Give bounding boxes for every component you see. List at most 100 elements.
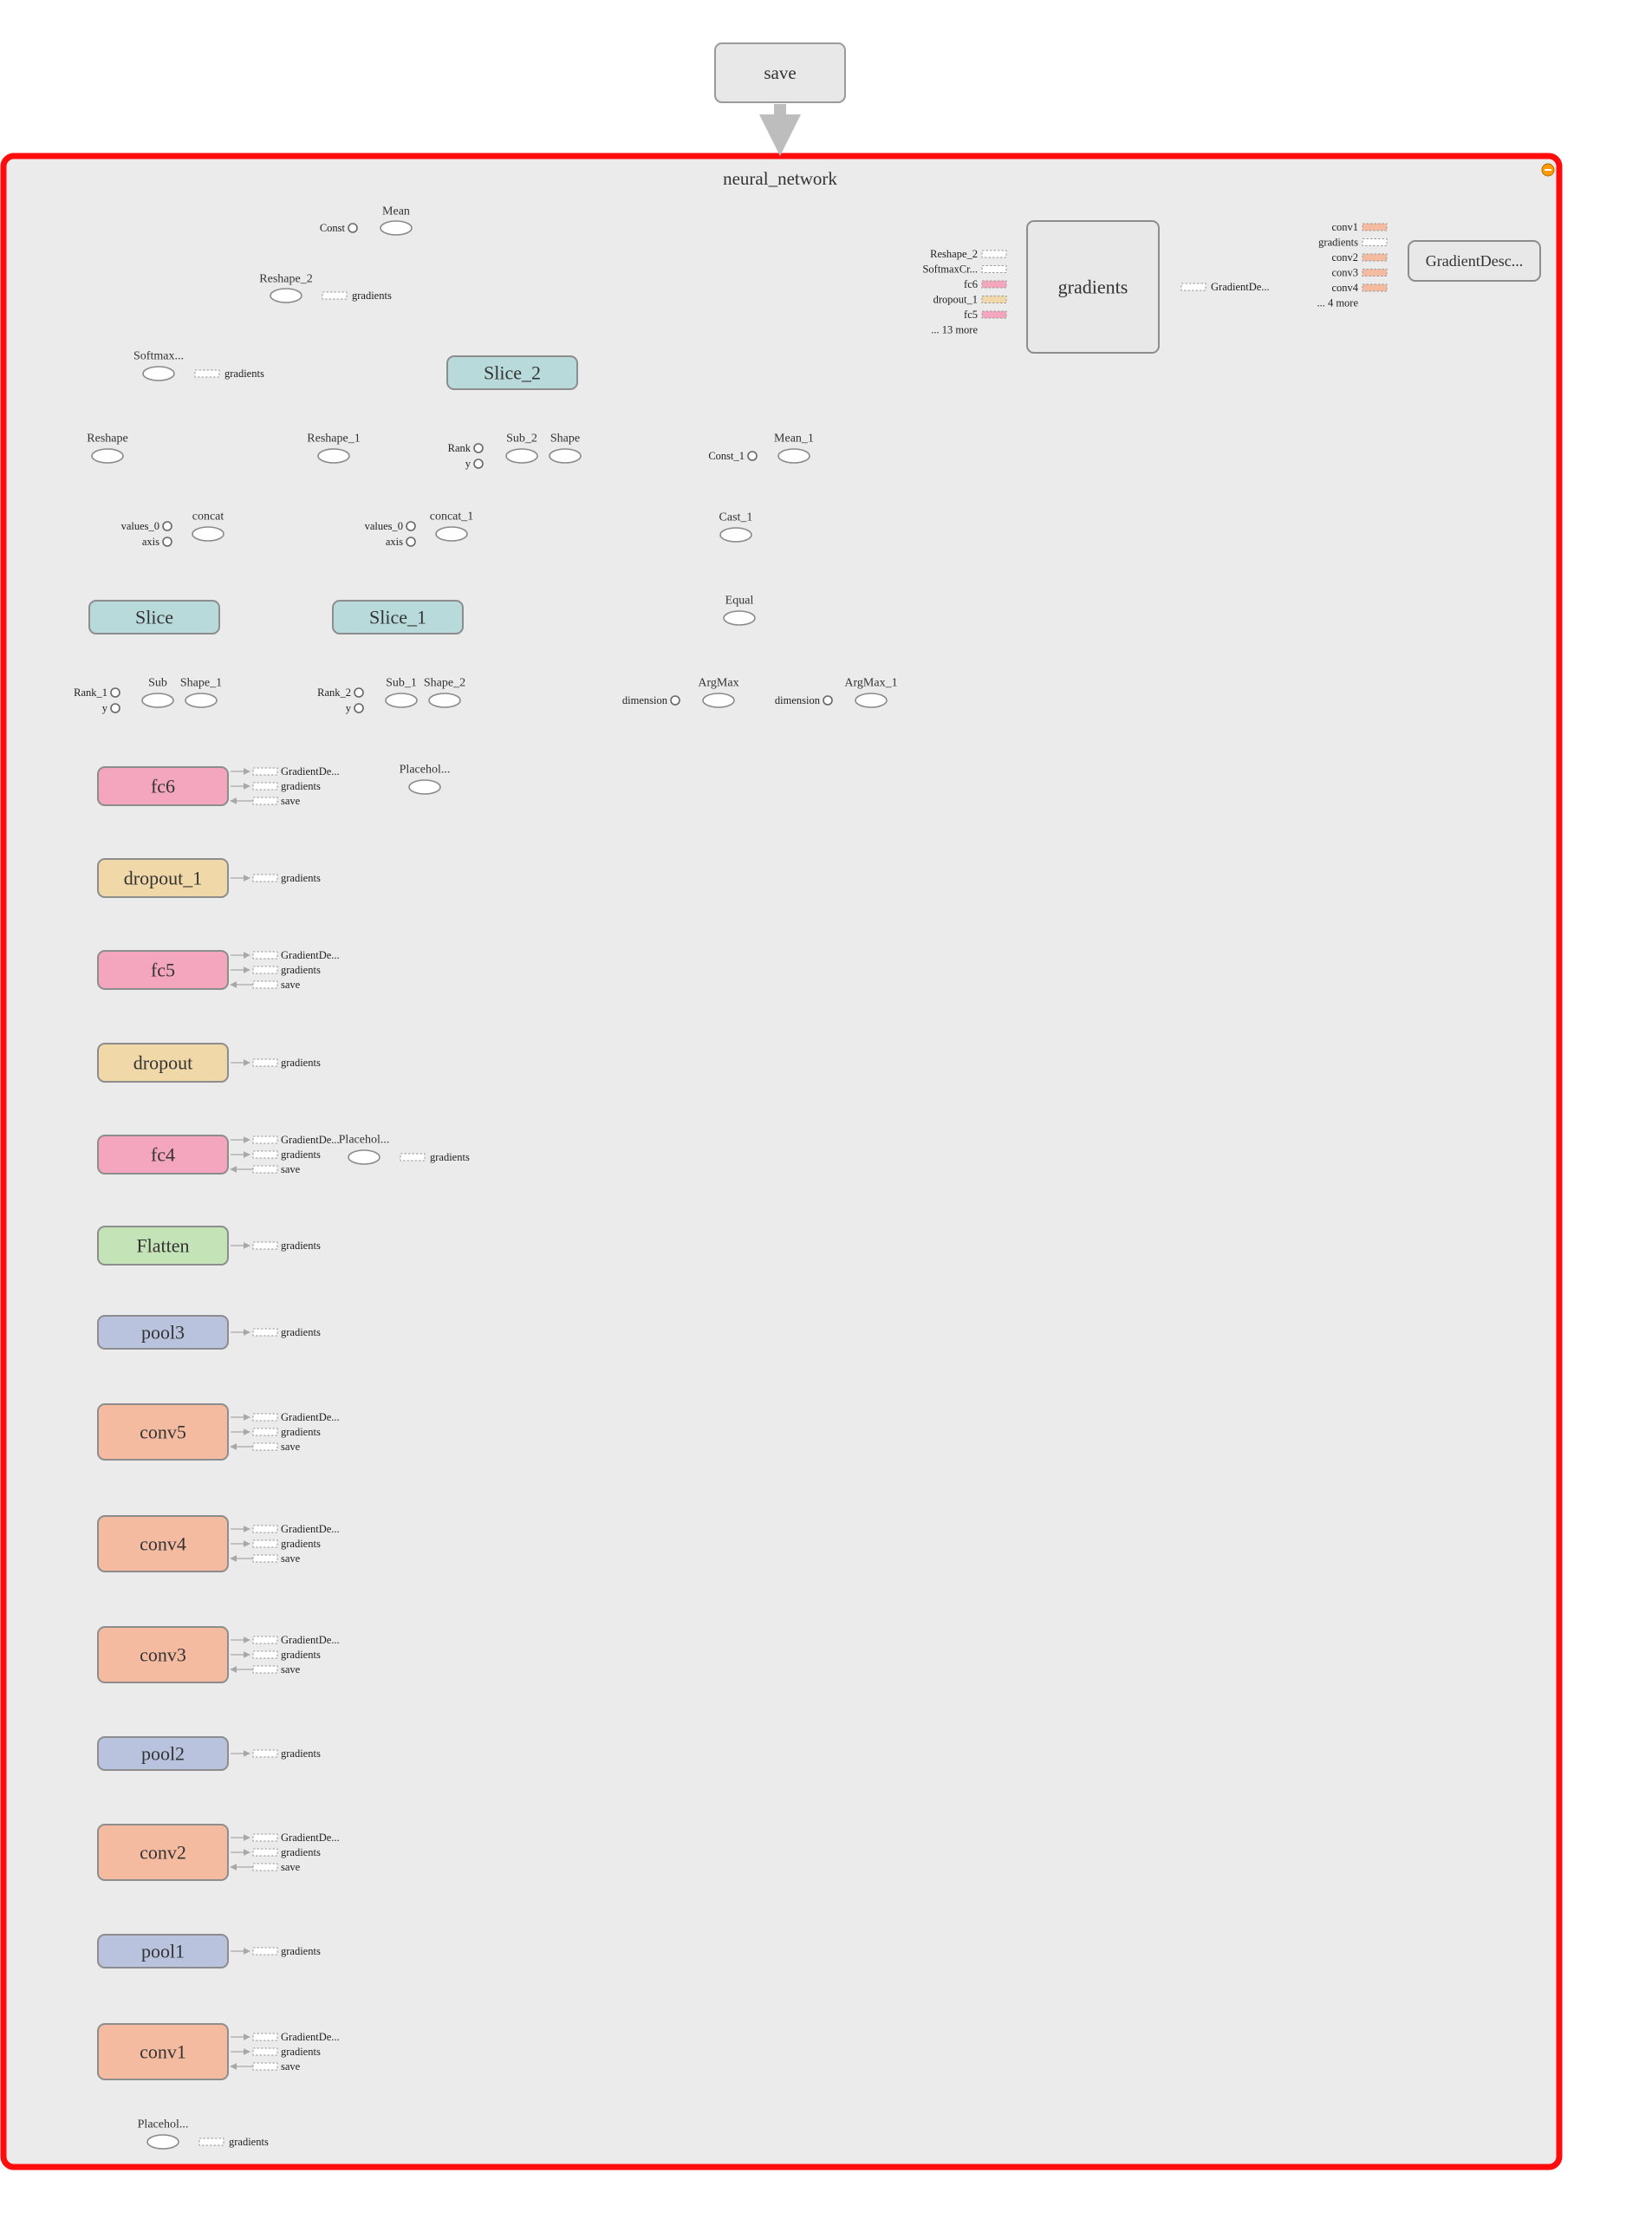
layer-flatten-stub-gradients[interactable] [252,1241,278,1250]
op-argmax-1[interactable] [855,693,888,708]
layer-fc5-stub-gradientde[interactable] [252,951,278,960]
op-softmax[interactable] [142,366,175,381]
gradients-input-fc6[interactable] [981,280,1007,289]
layer-conv4-stub-gradients[interactable] [252,1539,278,1548]
layer-conv3-stub-gradientde[interactable] [252,1636,278,1644]
layer-dropout[interactable] [97,1043,229,1083]
layer-fc6-stub-save[interactable] [252,797,278,805]
gd-input-conv1[interactable] [1362,223,1388,231]
layer-fc5-stub-gradients[interactable] [252,966,278,974]
op-reshape-2[interactable] [270,288,302,303]
layer-pool2-stub-gradients[interactable] [252,1749,278,1758]
layer-conv4[interactable] [97,1515,229,1572]
layer-pool3-stub-gradients[interactable] [252,1328,278,1337]
const-rank[interactable] [473,443,484,453]
layer-conv2-stub-gradientde[interactable] [252,1833,278,1842]
save-node[interactable] [714,42,846,103]
layer-conv4-stub-save[interactable] [252,1554,278,1563]
layer-dropout-1[interactable] [97,858,229,898]
layer-fc6[interactable] [97,766,229,806]
const-const-1[interactable] [747,451,758,461]
op-concat-1[interactable] [435,526,468,542]
op-placehol[interactable] [348,1149,380,1165]
gradients-input-fc5[interactable] [981,310,1007,319]
placeholder2-gradients-stub[interactable] [400,1153,426,1162]
op-sub-1[interactable] [385,693,418,708]
layer-pool3[interactable] [97,1315,229,1350]
layer-conv2-stub-save[interactable] [252,1863,278,1871]
layer-conv3[interactable] [97,1626,229,1683]
layer-conv4-stub-gradientde[interactable] [252,1525,278,1533]
layer-fc4[interactable] [97,1135,229,1175]
const-dimension[interactable] [670,695,680,706]
layer-pool1[interactable] [97,1934,229,1968]
placeholder3-gradients-stub[interactable] [198,2138,224,2146]
const-axis[interactable] [162,537,172,547]
gradient-descent-aux-node[interactable] [1408,240,1541,282]
gradients-input-reshape-2[interactable] [981,250,1007,258]
gd-input-conv3[interactable] [1362,269,1388,277]
layer-fc4-stub-gradients[interactable] [252,1150,278,1159]
layer-dropout-stub-gradients[interactable] [252,1058,278,1067]
layer-conv5-stub-gradients[interactable] [252,1428,278,1436]
layer-fc5-stub-save[interactable] [252,980,278,989]
const-dimension[interactable] [823,695,833,706]
layer-fc6-stub-gradients[interactable] [252,782,278,791]
const-axis[interactable] [406,537,416,547]
const-y[interactable] [354,703,364,713]
const-values-0[interactable] [406,521,416,531]
layer-fc4-stub-gradientde[interactable] [252,1136,278,1144]
const-rank-2[interactable] [354,687,364,698]
op-shape-2[interactable] [428,693,461,708]
op-sub-2[interactable] [505,448,538,464]
gradients-input-dropout-1[interactable] [981,296,1007,303]
op-placehol[interactable] [408,779,441,795]
op-shape-1[interactable] [185,693,218,708]
layer-conv3-stub-save[interactable] [252,1665,278,1674]
layer-conv2-stub-gradients[interactable] [252,1848,278,1857]
layer-conv1-stub-gradientde[interactable] [252,2033,278,2041]
layer-conv5-stub-save[interactable] [252,1442,278,1451]
reshape2-gradients-stub[interactable] [322,291,348,300]
gradients-output-stub[interactable] [1180,283,1206,291]
layer-pool1-stub-gradients[interactable] [252,1947,278,1955]
gd-input-conv4[interactable] [1362,283,1388,292]
layer-conv1-stub-save[interactable] [252,2062,278,2071]
op-cast-1[interactable] [719,527,752,543]
op-reshape[interactable] [91,448,124,464]
slice-node[interactable] [88,600,220,634]
const-y[interactable] [473,459,484,469]
layer-conv2[interactable] [97,1824,229,1881]
const-values-0[interactable] [162,521,172,531]
op-sub[interactable] [141,693,174,708]
layer-conv1[interactable] [97,2023,229,2080]
op-reshape-1[interactable] [317,448,350,464]
gd-input-gradients[interactable] [1362,238,1388,246]
op-equal[interactable] [723,610,756,626]
const-y[interactable] [110,703,120,713]
layer-dropout-1-stub-gradients[interactable] [252,874,278,882]
slice1-node[interactable] [332,600,464,634]
layer-flatten[interactable] [97,1226,229,1266]
neural-network-container[interactable] [0,153,1563,2170]
gd-input-conv2[interactable] [1362,253,1388,262]
op-shape[interactable] [549,448,582,464]
const-rank-1[interactable] [110,687,120,698]
layer-fc4-stub-save[interactable] [252,1165,278,1174]
gradients-aux-node[interactable] [1026,220,1160,354]
layer-pool2[interactable] [97,1736,229,1771]
op-placehol[interactable] [146,2134,179,2150]
layer-conv3-stub-gradients[interactable] [252,1650,278,1659]
layer-fc6-stub-gradientde[interactable] [252,767,278,776]
op-mean-1[interactable] [777,448,810,464]
op-argmax[interactable] [702,693,735,708]
layer-conv5[interactable] [97,1403,229,1461]
layer-fc5[interactable] [97,950,229,990]
softmax-gradients-stub[interactable] [194,369,220,378]
layer-conv1-stub-gradients[interactable] [252,2047,278,2056]
op-concat[interactable] [192,526,224,542]
slice2-node[interactable] [446,355,578,390]
const-const[interactable] [348,223,358,233]
op-mean[interactable] [380,220,413,236]
